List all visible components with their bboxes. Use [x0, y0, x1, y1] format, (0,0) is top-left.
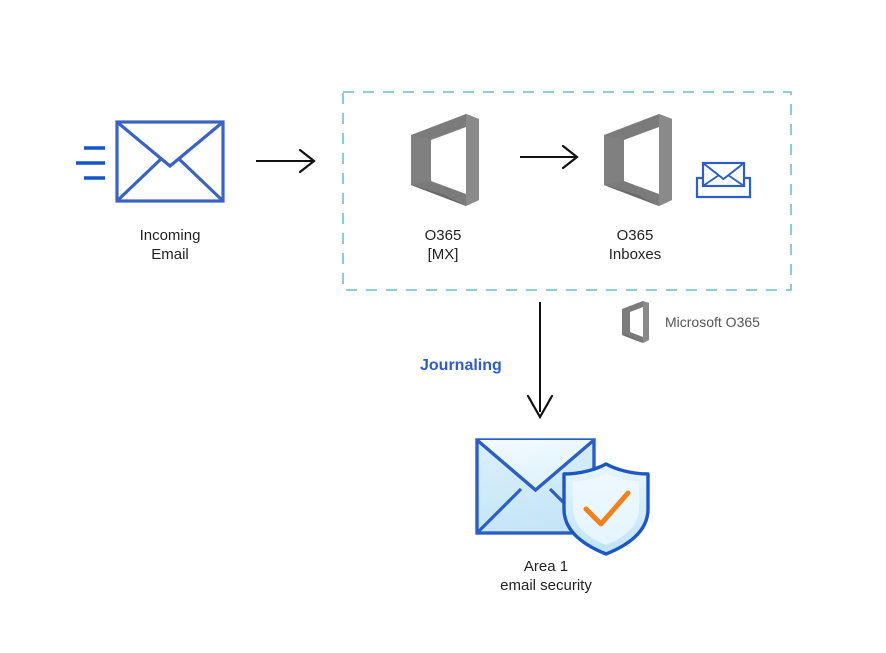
- arrow-inboxes-to-area1: [526, 302, 554, 420]
- node-o365-mx[interactable]: [405, 110, 485, 210]
- node-label-o365-mx: O365 [MX]: [424, 227, 462, 263]
- node-o365-inboxes[interactable]: [598, 110, 678, 210]
- node-label-incoming-email: Incoming Email: [139, 227, 201, 263]
- legend-microsoft-o365[interactable]: [618, 298, 768, 346]
- arrow-mx-to-inboxes: [520, 144, 579, 170]
- node-label-o365-inboxes: O365 Inboxes: [608, 227, 662, 263]
- node-label-area1-email-security: Area 1 email security: [500, 558, 592, 594]
- edge-label-journaling: Journaling: [420, 357, 502, 374]
- node-area1-email-security[interactable]: [472, 436, 654, 560]
- legend-label-microsoft-o365: Microsoft O365: [665, 314, 760, 330]
- inbox-tray-target[interactable]: [694, 158, 754, 202]
- arrow-incoming-to-mx: [256, 148, 316, 174]
- node-incoming-email[interactable]: [70, 116, 230, 208]
